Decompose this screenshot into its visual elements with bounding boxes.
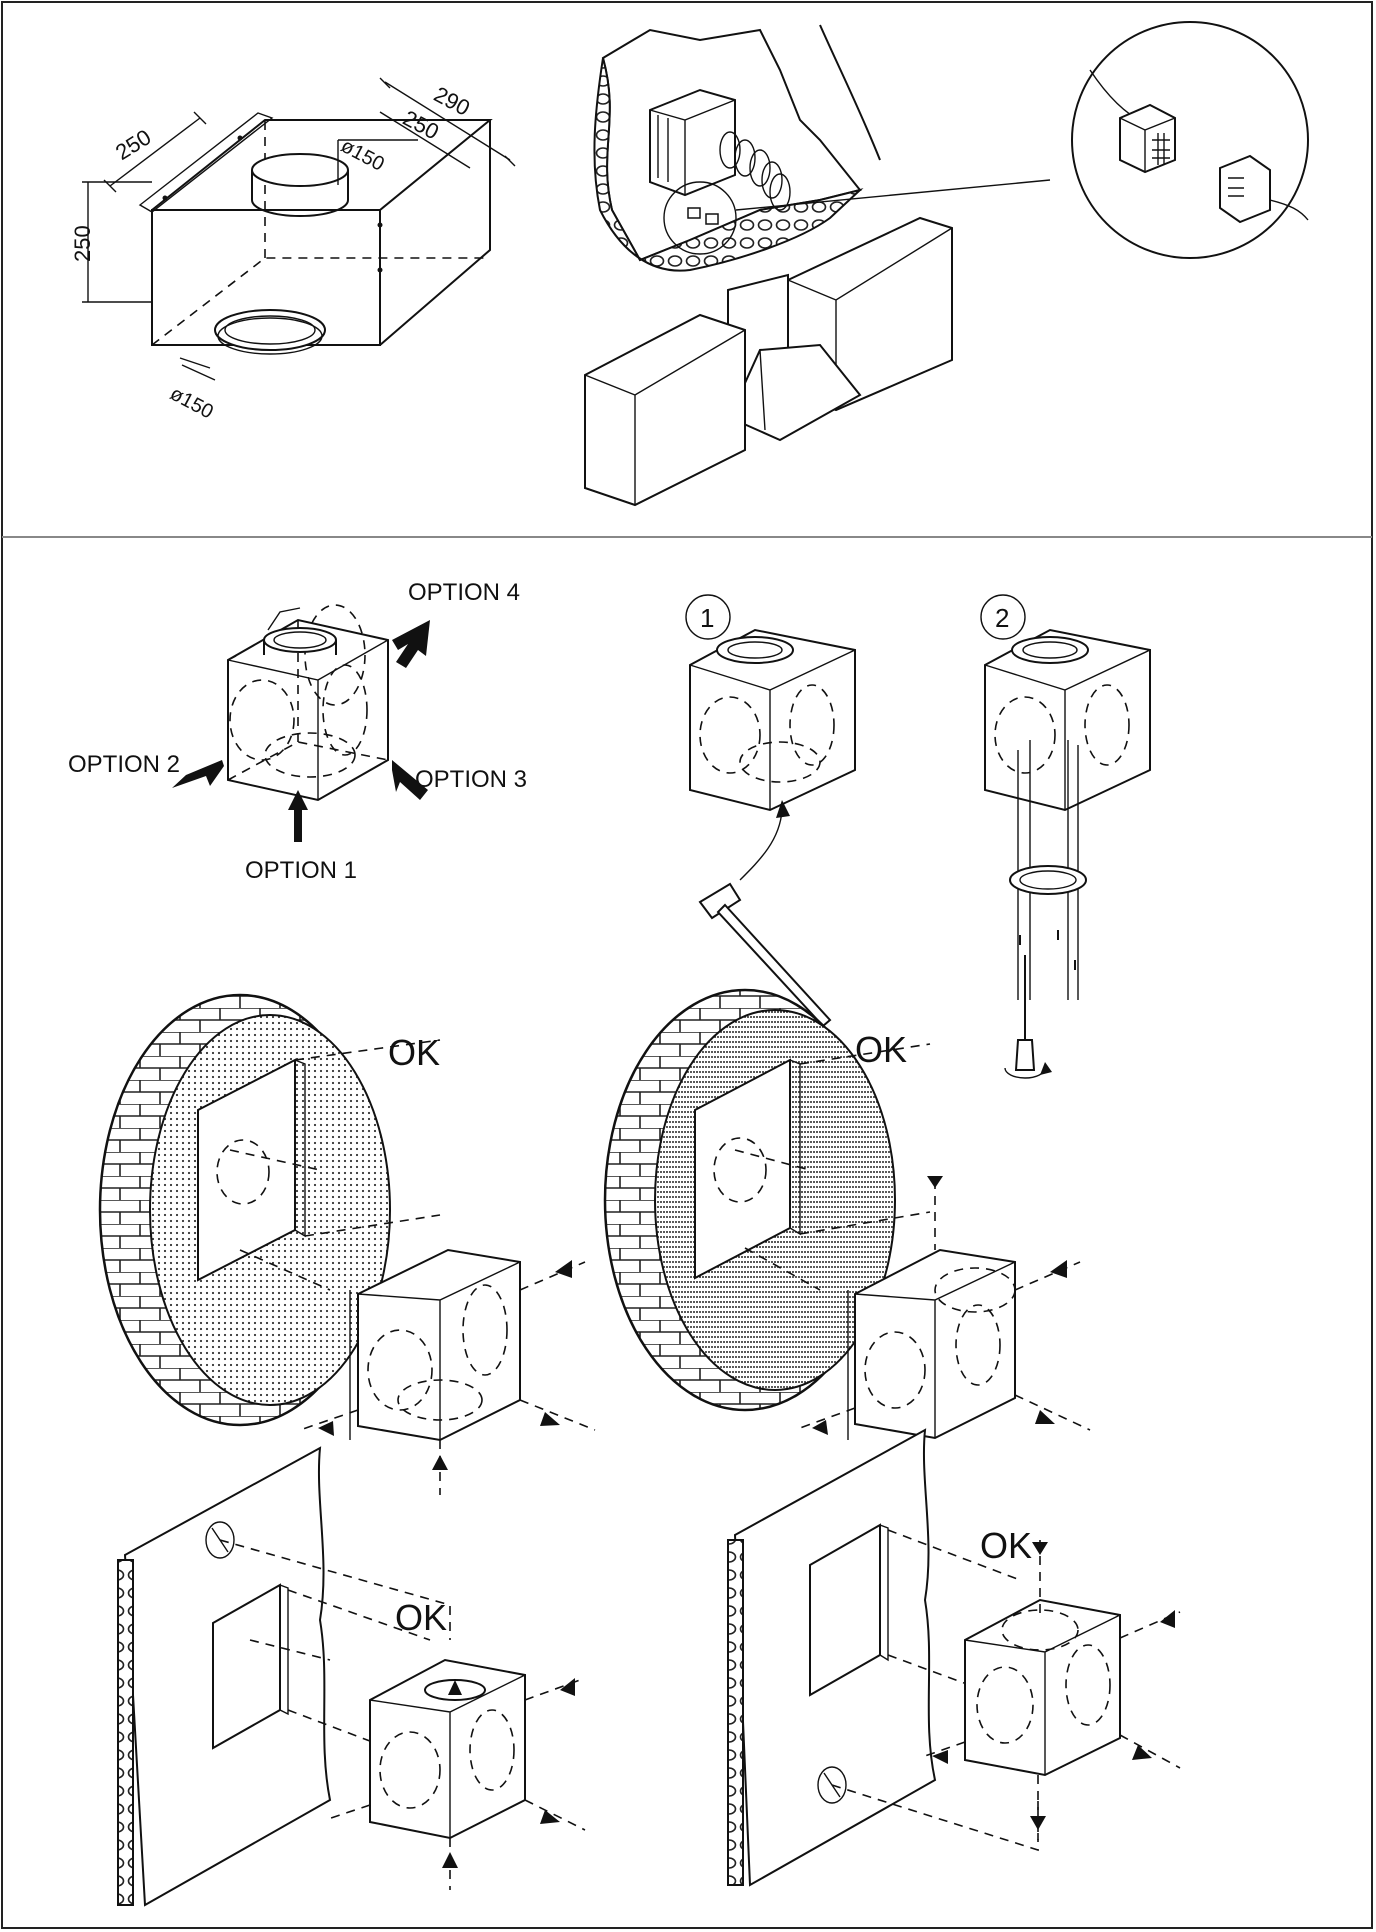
option-1-arrow xyxy=(288,790,308,842)
step-1-knockout-drawing: 1 xyxy=(685,594,856,1028)
dim-height-label: 250 xyxy=(70,225,95,262)
dimension-box-drawing: 250 250 290 250 ø150 ø150 xyxy=(70,77,516,424)
option-4-arrow xyxy=(392,620,430,668)
brick-wall-mount-left xyxy=(98,993,596,1495)
brick-wall-mount-right xyxy=(603,988,1091,1440)
connector-detail-circle xyxy=(1071,21,1309,259)
option-4-label: OPTION 4 xyxy=(408,579,520,606)
flat-wall-mount-right xyxy=(727,1428,1181,1887)
chimney-hood-installation-drawing xyxy=(584,21,1309,507)
options-cube-drawing xyxy=(227,604,389,802)
option-1-label: OPTION 1 xyxy=(245,857,357,884)
option-2-label: OPTION 2 xyxy=(68,751,180,778)
flexible-duct xyxy=(719,131,791,211)
option-arrows xyxy=(172,620,430,842)
ok-label-brick-right: OK xyxy=(855,1029,907,1070)
dim-depth-inner-label: 250 xyxy=(399,105,443,144)
ok-label-wall-right: OK xyxy=(980,1525,1032,1566)
step-2-collar-drawing: 2 xyxy=(980,594,1151,1079)
dim-width-label: 250 xyxy=(111,124,155,165)
flat-wall-mount-left xyxy=(117,1446,586,1907)
ok-label-brick-left: OK xyxy=(388,1032,440,1073)
step-1-number: 1 xyxy=(700,603,714,633)
step-2-number: 2 xyxy=(995,603,1009,633)
option-3-arrow xyxy=(392,760,428,800)
hammer-icon xyxy=(698,882,742,920)
option-3-label: OPTION 3 xyxy=(415,766,527,793)
option-2-arrow xyxy=(172,760,224,788)
dim-bottom-collar-label: ø150 xyxy=(166,383,217,424)
ok-label-wall-left: OK xyxy=(395,1597,447,1638)
